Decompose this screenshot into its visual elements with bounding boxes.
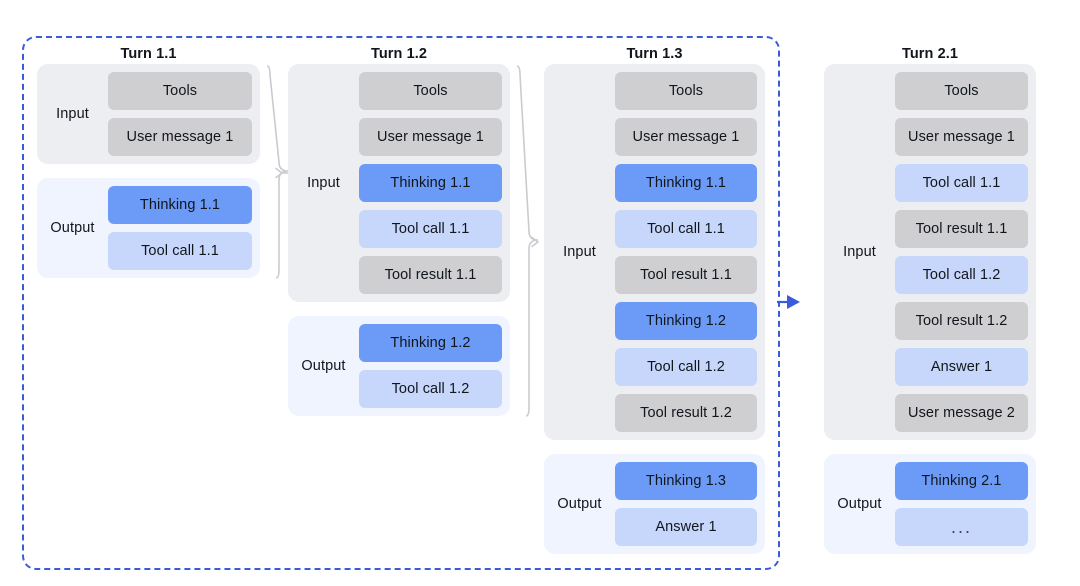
context-chip: User message 2 (895, 394, 1028, 432)
brace-arrow-head (531, 236, 539, 248)
turn-transition-arrow (777, 295, 800, 309)
context-chip: User message 1 (359, 118, 502, 156)
context-chip: Thinking 1.2 (615, 302, 757, 340)
input-label: Input (843, 244, 876, 260)
context-chip: Tool call 1.1 (359, 210, 502, 248)
context-chip: Thinking 1.2 (359, 324, 502, 362)
context-chip: Tool result 1.2 (615, 394, 757, 432)
output-panel: Output Thinking 2.1... (824, 454, 1036, 554)
context-chip: Thinking 1.1 (615, 164, 757, 202)
output-label: Output (50, 220, 95, 236)
turn-title: Turn 1.1 (120, 46, 177, 62)
output-label: Output (301, 358, 346, 374)
context-chip: ... (895, 508, 1028, 546)
context-chip: Thinking 2.1 (895, 462, 1028, 500)
context-chip: Tools (359, 72, 502, 110)
context-chip: Answer 1 (615, 508, 757, 546)
turn-title: Turn 1.3 (626, 46, 683, 62)
context-chip: Tool result 1.1 (359, 256, 502, 294)
context-chip: User message 1 (108, 118, 252, 156)
context-chip: Tool call 1.1 (895, 164, 1028, 202)
context-chip: Tool call 1.2 (895, 256, 1028, 294)
brace-arrow-head (275, 167, 283, 179)
context-chip: Tool call 1.1 (108, 232, 252, 270)
input-label: Input (563, 244, 596, 260)
turn-title: Turn 2.1 (901, 46, 959, 62)
brace-path (516, 65, 539, 417)
output-label: Output (557, 496, 602, 512)
context-chip: Answer 1 (895, 348, 1028, 386)
input-label: Input (307, 175, 340, 191)
context-chip: Tool result 1.1 (895, 210, 1028, 248)
context-chip: Thinking 1.3 (615, 462, 757, 500)
panel-spacer (824, 440, 1036, 454)
panel-spacer (37, 164, 260, 178)
context-chip: Tool call 1.1 (615, 210, 757, 248)
context-chip: User message 1 (615, 118, 757, 156)
context-chip: Tool result 1.1 (615, 256, 757, 294)
context-chip: Tool call 1.2 (359, 370, 502, 408)
context-chip: Tool result 1.2 (895, 302, 1028, 340)
context-chip: Tools (895, 72, 1028, 110)
turn-title: Turn 1.2 (370, 46, 428, 62)
brace-path (266, 65, 289, 279)
context-chip: Thinking 1.1 (359, 164, 502, 202)
turn-arrow-head (787, 295, 800, 309)
panel-spacer (544, 440, 765, 454)
input-label: Input (56, 106, 89, 122)
output-label: Output (837, 496, 882, 512)
context-chip: User message 1 (895, 118, 1028, 156)
output-chip-list: Thinking 2.1... (895, 462, 1028, 546)
context-chip: Tool call 1.2 (615, 348, 757, 386)
panel-spacer (288, 302, 510, 316)
context-chip: Tools (108, 72, 252, 110)
context-chip: Tools (615, 72, 757, 110)
context-chip: Thinking 1.1 (108, 186, 252, 224)
